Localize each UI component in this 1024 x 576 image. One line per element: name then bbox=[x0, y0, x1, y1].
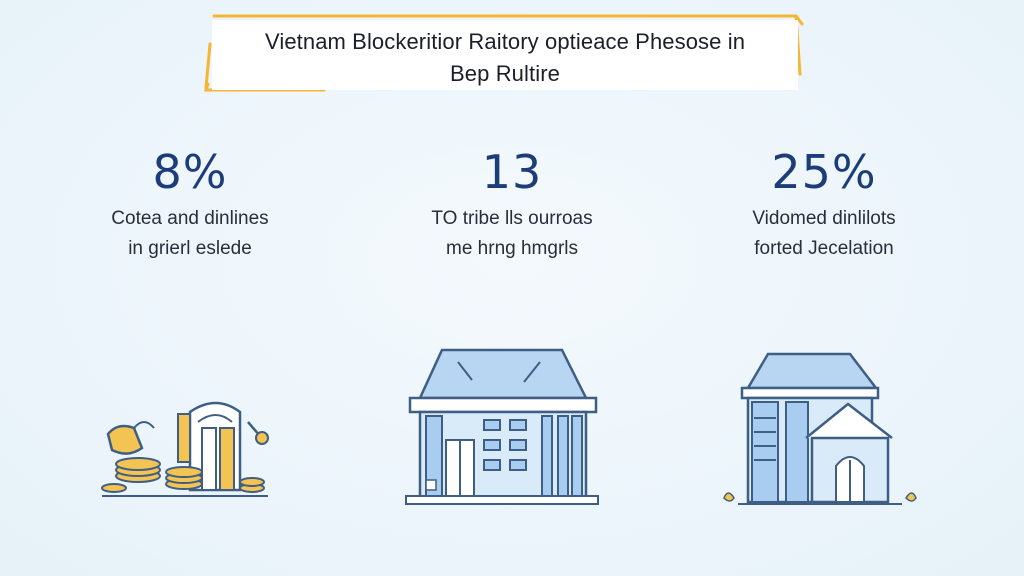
stat-value: 25% bbox=[771, 145, 877, 199]
stat-caption: Cotea and dinlines in grierl eslede bbox=[60, 204, 320, 264]
coins-and-bank-icon bbox=[101, 401, 269, 497]
stat-caption: TO tribe lls ourroas me hrng hmgrls bbox=[382, 204, 642, 264]
stat-caption-line-1: Vidomed dinlilots bbox=[752, 208, 896, 229]
stat-caption-line-1: Cotea and dinlines bbox=[111, 208, 269, 229]
stat-caption-line-2: me hrng hmgrls bbox=[446, 238, 578, 259]
stat-value: 8% bbox=[152, 145, 228, 199]
page-title: Vietnam Blockeritior Raitory optieace Ph… bbox=[212, 26, 798, 90]
stat-caption-line-2: in grierl eslede bbox=[128, 238, 252, 259]
title-box bbox=[212, 20, 798, 90]
title-banner: Vietnam Blockeritior Raitory optieace Ph… bbox=[204, 14, 804, 92]
office-building-icon bbox=[405, 348, 599, 505]
title-line-2: Bep Rultire bbox=[450, 61, 560, 86]
stat-caption-line-2: forted Jecelation bbox=[754, 238, 894, 259]
stat-caption-line-1: TO tribe lls ourroas bbox=[431, 208, 593, 229]
stat-value: 13 bbox=[481, 145, 543, 199]
house-icon bbox=[723, 352, 917, 505]
stat-block-1: 8% Cotea and dinlines in grierl eslede bbox=[60, 140, 320, 264]
stat-caption: Vidomed dinlilots forted Jecelation bbox=[694, 204, 954, 264]
stat-block-3: 25% Vidomed dinlilots forted Jecelation bbox=[694, 140, 954, 264]
stat-block-2: 13 TO tribe lls ourroas me hrng hmgrls bbox=[382, 140, 642, 264]
title-line-1: Vietnam Blockeritior Raitory optieace Ph… bbox=[264, 29, 746, 54]
